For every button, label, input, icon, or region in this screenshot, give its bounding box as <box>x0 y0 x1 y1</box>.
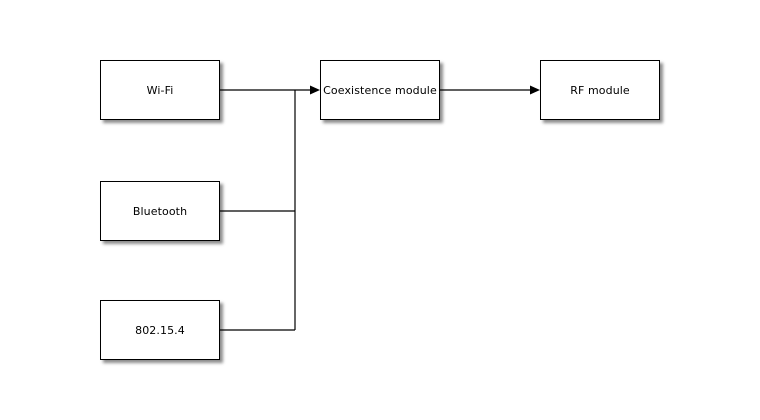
node-coexistence-module-label: Coexistence module <box>323 83 437 97</box>
node-bluetooth-label: Bluetooth <box>132 204 188 218</box>
node-rf-module: RF module <box>540 60 660 120</box>
node-802-15-4: 802.15.4 <box>100 300 220 360</box>
node-rf-module-label: RF module <box>570 83 630 97</box>
node-bluetooth: Bluetooth <box>100 181 220 241</box>
node-wifi-label: Wi-Fi <box>146 83 174 97</box>
node-coexistence-module: Coexistence module <box>320 60 440 120</box>
node-802-15-4-label: 802.15.4 <box>135 323 185 337</box>
arrowhead-into-rf-icon <box>530 85 540 95</box>
arrowhead-into-coexistence-icon <box>310 85 320 95</box>
node-wifi: Wi-Fi <box>100 60 220 120</box>
